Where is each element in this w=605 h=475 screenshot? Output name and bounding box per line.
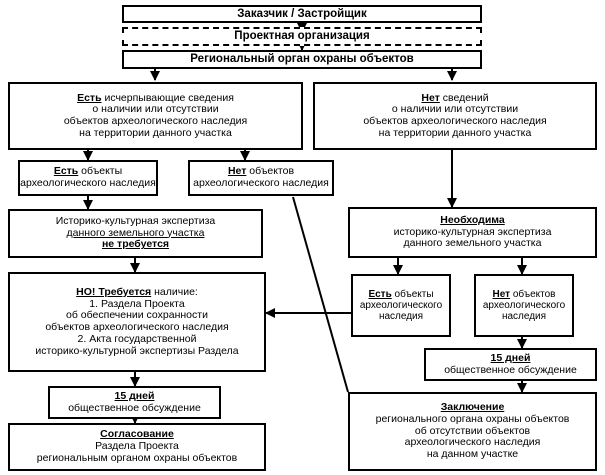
node-public-discussion-left-line-0: 15 дней: [114, 389, 155, 402]
node-conclusion: Заключение регионального органа охраны о…: [348, 392, 597, 471]
node-design-organization-line-0: Проектная организация: [234, 30, 370, 43]
node-design-organization: Проектная организация: [122, 27, 482, 46]
node-objects-absent-right-line-2: наследия: [501, 311, 547, 323]
node-expertise-not-required-line-1: данного земельного участка: [66, 226, 205, 239]
node-expertise-not-required: Историко-культурная экспертиза данного з…: [8, 209, 263, 258]
node-objects-absent-left-line-0: Нет объектов: [227, 165, 295, 178]
node-but-required-line-0: НО! Требуется наличие:: [76, 285, 198, 298]
node-objects-present-right: Есть объекты археологического наследия: [351, 274, 451, 337]
node-regional-body-line-0: Региональный орган охраны объектов: [190, 53, 414, 66]
node-expertise-required-line-0: Необходима: [440, 213, 505, 226]
node-expertise-required-line-1: историко-культурная экспертиза: [393, 225, 552, 238]
node-expertise-required: Необходима историко-культурная экспертиз…: [348, 207, 597, 258]
node-but-required-line-4: 2. Акта государственной: [77, 332, 197, 345]
node-regional-body: Региональный орган охраны объектов: [122, 50, 482, 69]
node-objects-present-left: Есть объекты археологического наследия: [18, 160, 158, 196]
node-has-info-line-0: Есть исчерпывающие сведения: [77, 91, 234, 104]
node-but-required-line-3: объектов археологического наследия: [45, 321, 229, 333]
node-expertise-not-required-line-2: не требуется: [101, 238, 170, 251]
node-objects-present-right-line-0: Есть объекты: [368, 288, 434, 300]
node-public-discussion-right: 15 дней общественное обсуждение: [424, 348, 597, 381]
node-no-info: Нет сведений о наличии или отсутствии об…: [313, 82, 597, 150]
node-objects-present-left-line-0: Есть объекты: [53, 165, 123, 178]
node-no-info-line-1: о наличии или отсутствии: [391, 103, 519, 116]
node-objects-absent-left: Нет объектов археологического наследия: [188, 160, 334, 196]
node-objects-absent-right-line-1: археологического: [482, 299, 566, 311]
node-customer: Заказчик / Застройщик: [122, 5, 482, 23]
node-objects-absent-left-line-1: археологического наследия: [193, 177, 329, 189]
node-but-required-line-2: об обеспечении сохранности: [66, 309, 208, 322]
node-approval-line-1: Раздела Проекта: [95, 440, 179, 453]
node-conclusion-line-0: Заключение: [440, 401, 505, 414]
node-no-info-line-2: объектов археологического наследия: [363, 115, 547, 127]
node-objects-present-right-line-2: наследия: [378, 311, 424, 323]
node-conclusion-line-3: археологического наследия: [404, 436, 541, 449]
node-has-info: Есть исчерпывающие сведения о наличии ил…: [8, 82, 303, 150]
node-no-info-line-3: на территории данного участка: [378, 126, 532, 139]
node-but-required: НО! Требуется наличие: 1. Раздела Проект…: [8, 272, 266, 372]
node-objects-present-left-line-1: археологического наследия: [20, 177, 156, 189]
node-public-discussion-right-line-0: 15 дней: [490, 351, 531, 364]
node-conclusion-line-1: регионального органа охраны объектов: [375, 412, 570, 425]
node-customer-line-0: Заказчик / Застройщик: [237, 7, 367, 20]
node-has-info-line-2: объектов археологического наследия: [63, 115, 248, 127]
node-no-info-line-0: Нет сведений: [421, 91, 489, 104]
node-objects-absent-right-line-0: Нет объектов: [492, 288, 556, 300]
node-but-required-line-1: 1. Раздела Проекта: [89, 297, 185, 310]
node-approval: Согласование Раздела Проекта региональны…: [8, 423, 266, 471]
node-public-discussion-left-line-1: общественное обсуждение: [68, 401, 201, 414]
node-objects-present-right-line-1: археологического: [359, 299, 443, 311]
node-public-discussion-left: 15 дней общественное обсуждение: [48, 386, 221, 419]
node-but-required-line-5: историко-культурной экспертизы Раздела: [35, 344, 239, 357]
node-expertise-not-required-line-0: Историко-культурная экспертиза: [55, 214, 216, 227]
node-conclusion-line-2: об отсутствии объектов: [414, 424, 531, 437]
node-approval-line-2: региональным органом охраны объектов: [36, 451, 238, 464]
node-conclusion-line-4: на данном участке: [426, 448, 519, 461]
node-approval-line-0: Согласование: [100, 428, 174, 441]
node-objects-absent-right: Нет объектов археологического наследия: [474, 274, 574, 337]
node-public-discussion-right-line-1: общественное обсуждение: [444, 363, 577, 376]
node-expertise-required-line-2: данного земельного участка: [403, 237, 542, 250]
node-has-info-line-1: о наличии или отсутствии: [92, 103, 219, 116]
node-has-info-line-3: на территории данного участка: [79, 126, 232, 139]
